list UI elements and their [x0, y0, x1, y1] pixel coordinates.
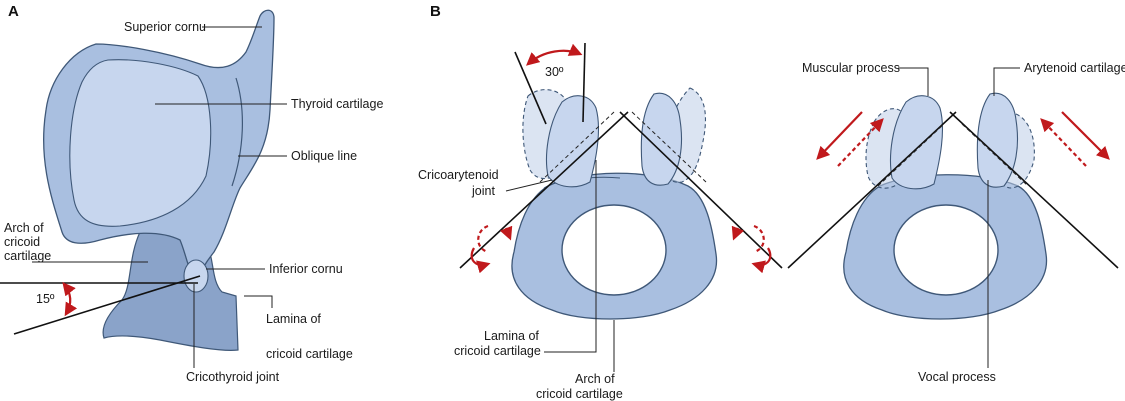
dashed-axis-right-a: [631, 111, 707, 183]
dashed-axis-left-a: [539, 111, 615, 183]
label-lamina-b-line1: Lamina of: [484, 329, 539, 343]
leader-lamina-b: [544, 160, 597, 353]
vertical-reference-a: [582, 42, 586, 123]
panel-label-b: B: [430, 3, 441, 20]
arytenoid-left-b: [889, 95, 943, 190]
label-lamina-a-line2: cricoid cartilage: [266, 347, 353, 361]
angle-30-arrow: [526, 43, 583, 66]
oblique-line-ridge: [231, 77, 243, 187]
leader-cricoarytenoid: [505, 179, 553, 192]
rotation-arrow-left-solid: [470, 247, 491, 274]
slide-arrow-right-dashed: [1040, 118, 1087, 167]
label-arch-line3: cartilage: [4, 249, 51, 263]
leader-arytenoid-cartilage: [993, 67, 1020, 96]
rotation-arrow-right-dashed: [753, 224, 765, 254]
rotated-reference-a: [514, 51, 547, 125]
inferior-cornu-knob: [183, 259, 209, 293]
thyroid-lamina-face: [69, 59, 212, 227]
panel-b1-labels: Cricoarytenoid joint Lamina of cricoid c…: [418, 160, 623, 401]
axis-right-b: [949, 111, 1119, 269]
label-cricoarytenoid-line1: Cricoarytenoid: [418, 168, 499, 182]
dashed-axis-left-b: [877, 123, 945, 187]
angle-15-label: 15º: [36, 292, 55, 306]
axis-left-a: [459, 111, 629, 269]
cricoid-lumen-left: [561, 204, 667, 296]
label-arytenoid-cartilage: Arytenoid cartilage: [1024, 61, 1125, 75]
axis-left-b: [787, 111, 957, 269]
label-inferior-cornu: Inferior cornu: [269, 262, 343, 276]
slide-arrow-left-solid: [816, 111, 863, 160]
label-arch-line2: cricoid: [4, 235, 40, 249]
panel-b-sliding-view: [787, 92, 1119, 320]
panel-a-illustration: 15º: [0, 9, 275, 351]
rotation-arrow-right-solid: [751, 247, 772, 274]
label-muscular-process: Muscular process: [802, 61, 900, 75]
panel-a-labels: Superior cornu Thyroid cartilage Oblique…: [4, 20, 383, 384]
label-arch-b-line2: cricoid cartilage: [536, 387, 623, 401]
cricoid-cartilage-lateral: [102, 229, 239, 351]
label-cricoarytenoid-line2: joint: [471, 184, 495, 198]
slide-arrow-left-dashed: [837, 118, 884, 167]
dashed-axis-right-b: [961, 123, 1029, 187]
panel-b2-labels: Muscular process Arytenoid cartilage Voc…: [802, 61, 1125, 384]
leader-lamina-a: [244, 295, 273, 308]
panel-b-rotation-view: 30º: [459, 42, 783, 320]
label-thyroid-cartilage: Thyroid cartilage: [291, 97, 383, 111]
cricoid-lumen-right: [893, 204, 999, 296]
slide-arrow-right-solid: [1061, 111, 1110, 160]
label-superior-cornu: Superior cornu: [124, 20, 206, 34]
label-lamina-b-line2: cricoid cartilage: [454, 344, 541, 358]
label-oblique-line: Oblique line: [291, 149, 357, 163]
arytenoid-right-b: [976, 92, 1019, 188]
rotation-arrow-left-tip: [499, 225, 513, 241]
label-arch-line1: Arch of: [4, 221, 44, 235]
panel-label-a: A: [8, 3, 19, 20]
leader-muscular-process: [898, 67, 929, 96]
label-vocal-process: Vocal process: [918, 370, 996, 384]
axis-right-a: [619, 111, 783, 269]
label-arch-b-line1: Arch of: [575, 372, 615, 386]
rotation-arrow-left-dashed: [477, 224, 489, 254]
angle-15-arrow: [62, 281, 78, 317]
angle-30-label: 30º: [545, 65, 564, 79]
label-cricothyroid-joint: Cricothyroid joint: [186, 370, 280, 384]
label-lamina-a-line1: Lamina of: [266, 312, 321, 326]
rotation-arrow-right-tip: [731, 225, 745, 241]
cricoid-axis-line: [13, 275, 201, 335]
arytenoid-left-a: [545, 95, 599, 188]
